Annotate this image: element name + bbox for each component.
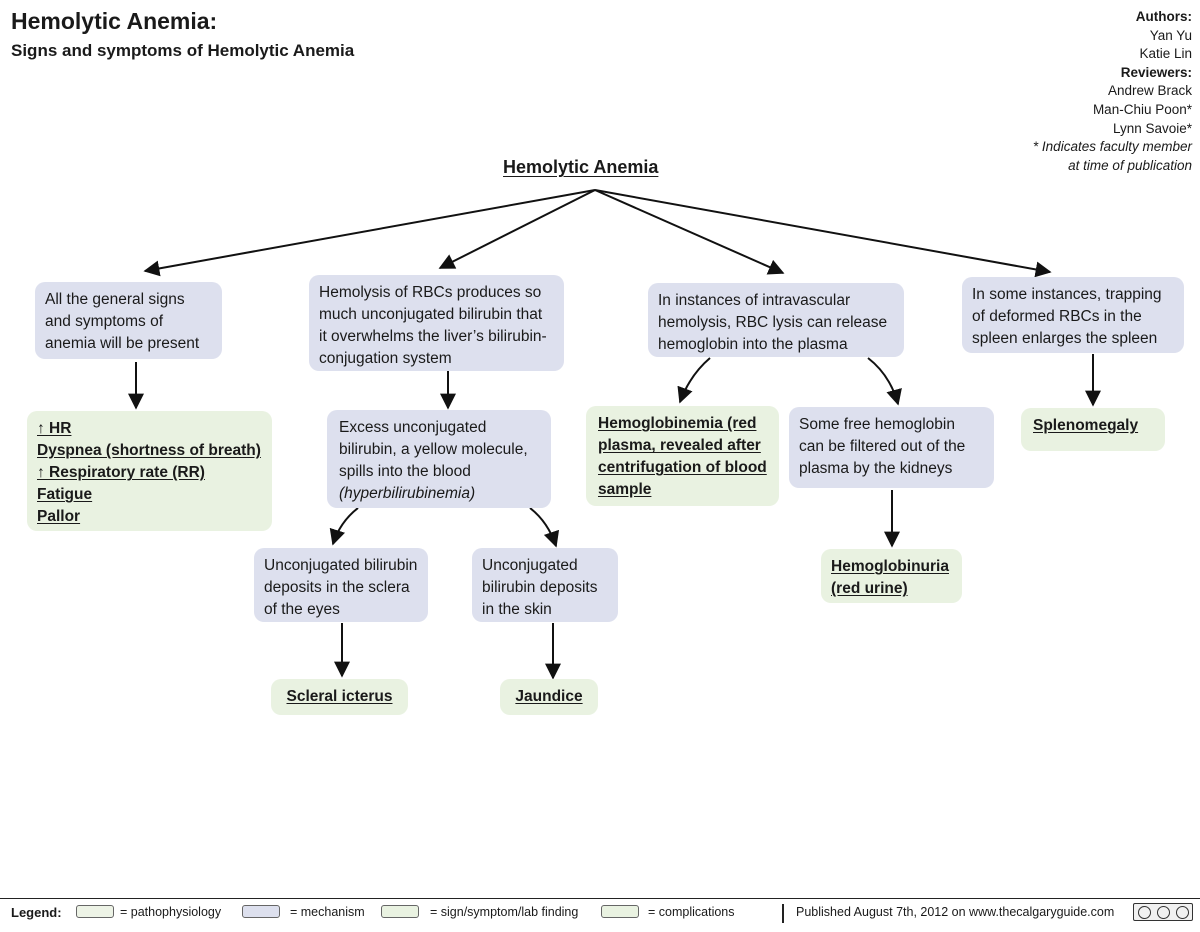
legend-label: = pathophysiology <box>120 905 222 919</box>
spleen-mechanism-box: In some instances, trapping of deformed … <box>962 277 1184 353</box>
general-mechanism-box: All the general signs and symptoms of an… <box>35 282 222 359</box>
author: Katie Lin <box>1139 46 1192 62</box>
root-node: Hemolytic Anemia <box>503 157 659 177</box>
legend-label: = complications <box>648 905 735 919</box>
legend-swatch-sign <box>381 905 419 918</box>
cc-icon <box>1138 906 1151 919</box>
hyperbilirubinemia-term: (hyperbilirubinemia) <box>339 485 476 502</box>
jaundice-box: Jaundice <box>500 679 598 715</box>
faculty-note: * Indicates faculty member <box>1032 139 1192 155</box>
splenomegaly-box: Splenomegaly <box>1021 408 1165 451</box>
legend-title: Legend: <box>11 905 62 920</box>
author: Yan Yu <box>1149 27 1192 43</box>
arrow-root-general <box>143 189 596 277</box>
hemoglobinuria-box: Hemoglobinuria (red urine) <box>821 549 962 603</box>
legend-bar: Legend: = pathophysiology = mechanism = … <box>0 898 1200 932</box>
arrow-root-spleen <box>594 189 1052 278</box>
legend-label: = mechanism <box>290 905 365 919</box>
sign-item: Dyspnea (shortness of breath) <box>37 442 261 459</box>
arrow-intravascular-hemoglobinemia <box>677 357 711 404</box>
sign-item: Pallor <box>37 508 81 525</box>
intravascular-mechanism-box: In instances of intravascular hemolysis,… <box>648 283 904 357</box>
authors-label: Authors: <box>1135 9 1192 24</box>
scleral-icterus-box: Scleral icterus <box>271 679 408 715</box>
arrow-root-intravascular <box>594 189 785 275</box>
creative-commons-badge[interactable] <box>1133 903 1193 921</box>
legend-swatch-pathophysiology <box>76 905 114 918</box>
kidney-filter-box: Some free hemoglobin can be filtered out… <box>789 407 994 488</box>
page-title: Hemolytic Anemia: <box>11 8 218 34</box>
arrow-excess-skin <box>529 507 560 548</box>
sign-item: ↑ Respiratory rate (RR) <box>37 464 205 481</box>
attribution-icon <box>1157 906 1170 919</box>
noncommercial-icon <box>1176 906 1189 919</box>
arrow-intravascular-kidney <box>867 357 902 406</box>
reviewer: Man-Chiu Poon* <box>1092 101 1192 117</box>
bilirubin-mechanism-box: Hemolysis of RBCs produces so much uncon… <box>309 275 564 371</box>
excess-bilirubin-text: Excess unconjugated bilirubin, a yellow … <box>339 419 528 480</box>
reviewer: Andrew Brack <box>1107 83 1192 99</box>
reviewers-label: Reviewers: <box>1120 64 1192 80</box>
sclera-deposit-box: Unconjugated bilirubin deposits in the s… <box>254 548 428 622</box>
arrow-excess-sclera <box>329 507 359 546</box>
skin-deposit-box: Unconjugated bilirubin deposits in the s… <box>472 548 618 622</box>
page-subtitle: Signs and symptoms of Hemolytic Anemia <box>11 41 355 60</box>
sign-item: Fatigue <box>37 486 93 503</box>
sign-item: ↑ HR <box>37 420 72 437</box>
published-note: Published August 7th, 2012 on www.thecal… <box>796 905 1115 919</box>
legend-label: = sign/symptom/lab finding <box>430 905 579 919</box>
legend-swatch-complications <box>601 905 639 918</box>
faculty-note: at time of publication <box>1068 157 1192 173</box>
arrow-root-bilirubin <box>438 189 596 269</box>
excess-bilirubin-box: Excess unconjugated bilirubin, a yellow … <box>327 410 551 508</box>
general-signs-box: ↑ HR Dyspnea (shortness of breath) ↑ Res… <box>27 411 272 531</box>
hemoglobinemia-box: Hemoglobinemia (red plasma, revealed aft… <box>586 406 779 506</box>
legend-divider <box>782 904 784 923</box>
legend-swatch-mechanism <box>242 905 280 918</box>
credits: Authors: Yan Yu Katie Lin Reviewers: And… <box>1033 8 1192 175</box>
reviewer: Lynn Savoie* <box>1112 120 1192 136</box>
